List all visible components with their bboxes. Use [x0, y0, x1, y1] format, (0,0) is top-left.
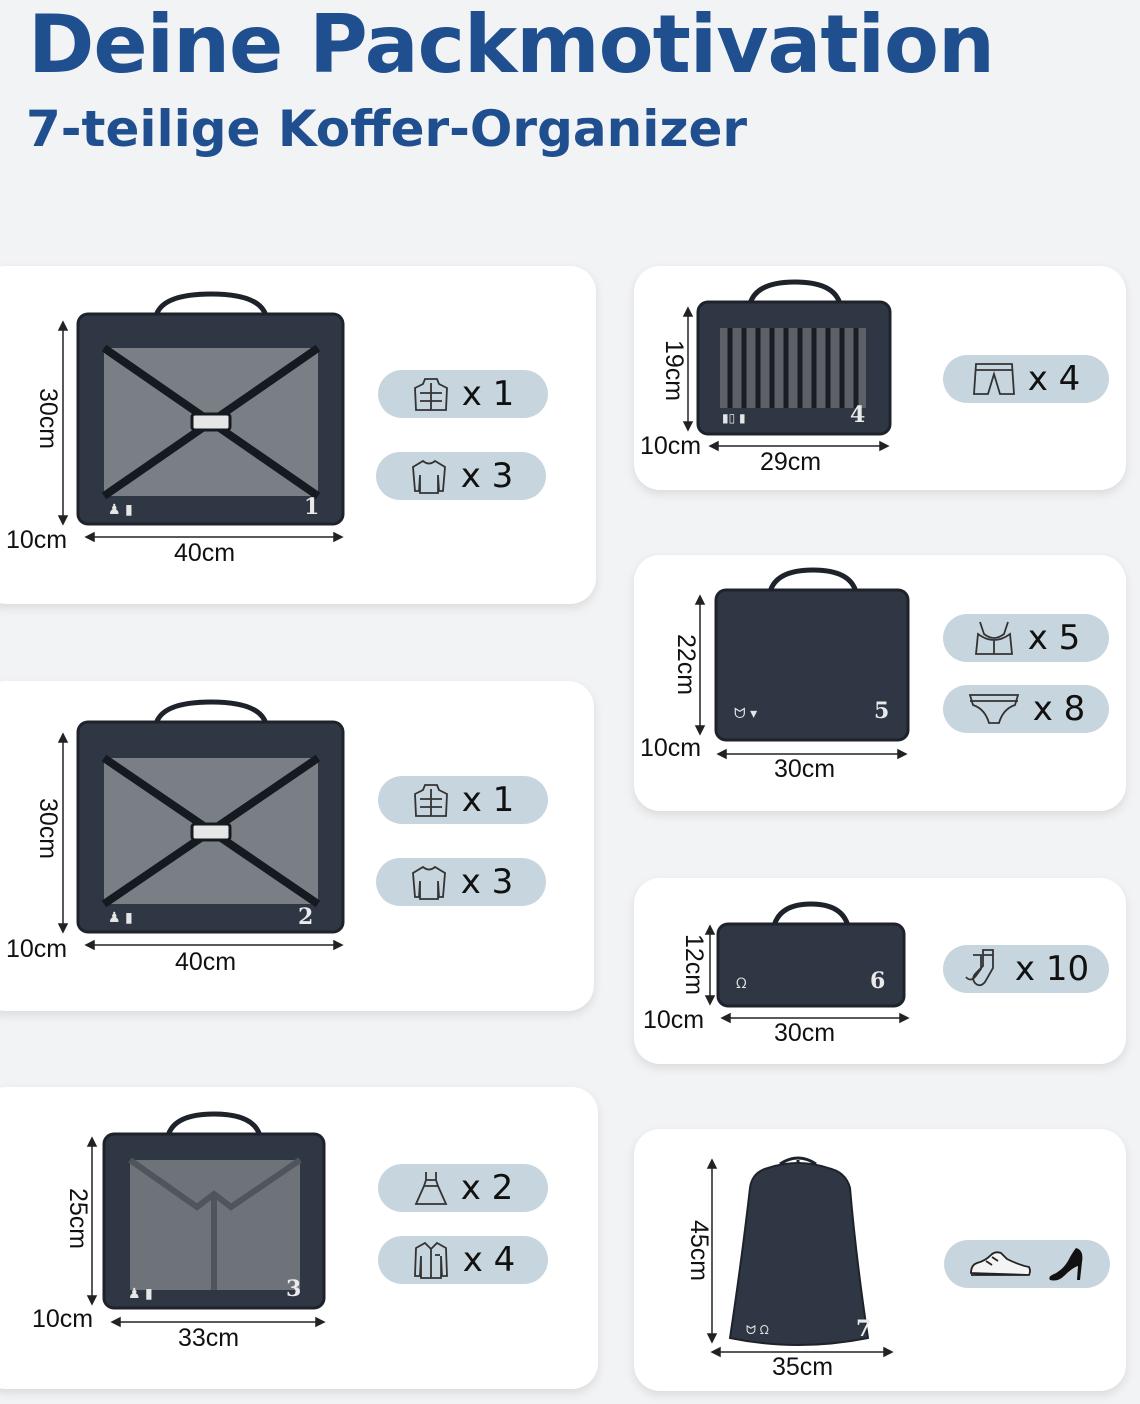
- bag-5-number: 5: [874, 698, 890, 724]
- bag-1-item-jacket: x 1: [378, 370, 548, 418]
- page-title: Deine Packmotivation: [28, 0, 995, 91]
- bag-6-socks-qty: x 10: [1014, 949, 1090, 989]
- high-heel-icon: [1046, 1245, 1086, 1283]
- underwear-icon: [967, 690, 1021, 728]
- sweater-icon: [409, 456, 449, 496]
- bag-3-depth: 10cm: [32, 1305, 94, 1333]
- bag-2-width: 40cm: [175, 948, 237, 976]
- jacket-icon: [412, 375, 450, 413]
- bag-1-sweater-qty: x 3: [460, 456, 514, 496]
- svg-text:▮▯ ▮: ▮▯ ▮: [722, 411, 746, 425]
- bag-1-depth: 10cm: [6, 526, 68, 554]
- bag-3-item-dress: x 2: [378, 1164, 548, 1212]
- bra-icon: [972, 618, 1016, 658]
- bag-4-number: 4: [850, 402, 866, 428]
- bag-4-depth: 10cm: [640, 432, 702, 460]
- bag-5-underwear-qty: x 8: [1032, 689, 1086, 729]
- bag-5-width: 30cm: [774, 755, 836, 783]
- bag-7-width: 35cm: [772, 1353, 834, 1381]
- bag-5-bra-qty: x 5: [1027, 618, 1081, 658]
- bag-3-shirt-qty: x 4: [462, 1240, 516, 1280]
- bag-5-depth: 10cm: [640, 734, 702, 762]
- bag-5-item-underwear: x 8: [943, 685, 1109, 733]
- packing-cube-5-image: ᗢ ▾: [714, 567, 910, 742]
- svg-text:♟ ▮: ♟ ▮: [108, 910, 133, 926]
- svg-text:♟ ▮: ♟ ▮: [128, 1286, 153, 1302]
- bag-6-number: 6: [870, 968, 886, 994]
- bag-4-width: 29cm: [760, 448, 822, 476]
- packing-cube-1-image: ♟ ▮: [76, 291, 345, 526]
- bag-2-number: 2: [298, 904, 314, 930]
- bag-3-number: 3: [286, 1276, 302, 1302]
- jacket-icon: [412, 781, 450, 819]
- bag-6-width: 30cm: [774, 1019, 836, 1047]
- bag-2-jacket-qty: x 1: [461, 780, 515, 820]
- bag-3-dress-qty: x 2: [460, 1168, 514, 1208]
- packing-cube-4-image: ▮▯ ▮: [696, 279, 892, 436]
- page-subtitle: 7-teilige Koffer-Organizer: [26, 100, 748, 158]
- svg-text:♟ ▮: ♟ ▮: [108, 502, 133, 518]
- bag-5-item-bra: x 5: [943, 614, 1109, 662]
- bag-4-item-shorts: x 4: [943, 355, 1109, 403]
- bag-7-item-shoes: [944, 1240, 1110, 1288]
- bag-7-number: 7: [856, 1316, 872, 1342]
- packing-cube-3-image: ♟ ▮: [102, 1111, 326, 1310]
- bag-1-jacket-qty: x 1: [461, 374, 515, 414]
- shorts-icon: [972, 360, 1016, 398]
- sneaker-icon: [968, 1247, 1032, 1281]
- svg-text:ᘯ: ᘯ: [736, 976, 747, 992]
- socks-icon: [963, 947, 1003, 991]
- bag-4-shorts-qty: x 4: [1027, 359, 1081, 399]
- packing-cube-6-image: ᘯ: [716, 901, 906, 1008]
- dress-icon: [413, 1169, 449, 1207]
- bag-2-item-jacket: x 1: [378, 776, 548, 824]
- bag-3-item-shirt: x 4: [378, 1236, 548, 1284]
- bag-3-width: 33cm: [178, 1324, 240, 1352]
- bag-1-width: 40cm: [174, 539, 236, 567]
- svg-text:ᗢ ᘯ: ᗢ ᘯ: [746, 1323, 769, 1337]
- bag-1-number: 1: [304, 494, 320, 520]
- bag-6-depth: 10cm: [643, 1006, 705, 1034]
- bag-7-height: 45cm: [685, 1220, 713, 1282]
- bag-6-item-socks: x 10: [943, 945, 1109, 993]
- svg-text:ᗢ ▾: ᗢ ▾: [734, 706, 757, 722]
- bag-1-item-sweater: x 3: [376, 452, 546, 500]
- drawstring-bag-7-image: ᗢ ᘯ: [728, 1156, 870, 1346]
- sweater-icon: [409, 862, 449, 902]
- shirt-icon: [411, 1239, 451, 1281]
- packing-cube-2-image: ♟ ▮: [76, 699, 345, 934]
- bag-2-item-sweater: x 3: [376, 858, 546, 906]
- bag-2-sweater-qty: x 3: [460, 862, 514, 902]
- bag-2-depth: 10cm: [6, 935, 68, 963]
